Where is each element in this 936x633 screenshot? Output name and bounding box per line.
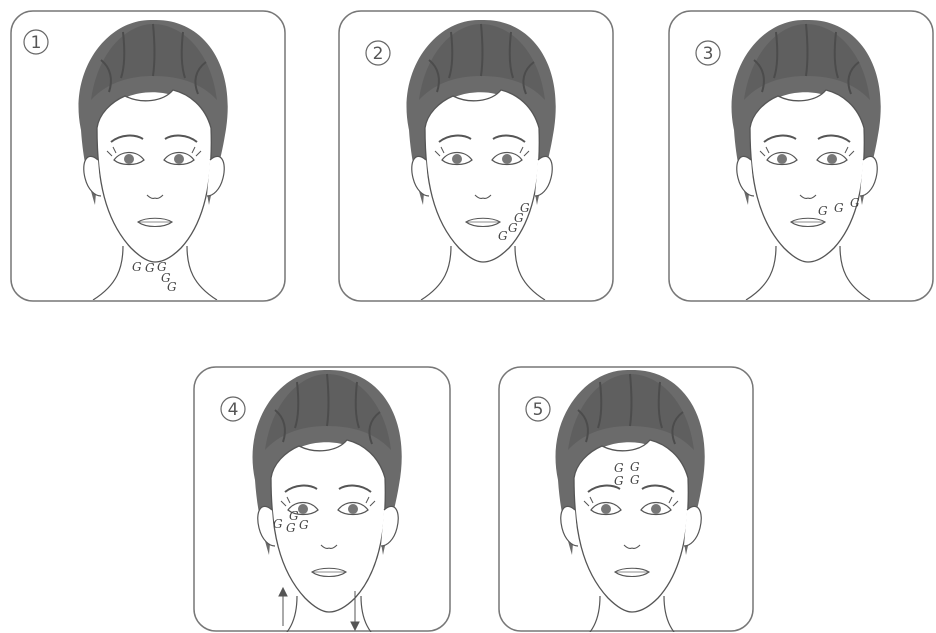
step-number: 4: [228, 400, 239, 420]
svg-text:G: G: [520, 201, 530, 215]
step-number: 3: [703, 44, 714, 64]
svg-text:G: G: [850, 196, 860, 210]
step-number: 1: [31, 33, 42, 53]
svg-text:G: G: [614, 474, 624, 488]
svg-text:G: G: [273, 517, 283, 531]
svg-text:G: G: [630, 460, 640, 474]
step-panel-2: 2 G G G G: [338, 10, 614, 302]
step-panel-4: 4 G G G G: [193, 366, 451, 632]
step-panel-5: 5 G G G G: [498, 366, 754, 632]
svg-text:G: G: [299, 518, 309, 532]
svg-text:G: G: [498, 229, 508, 243]
step-number: 2: [373, 44, 384, 64]
step-number: 5: [533, 400, 544, 420]
svg-text:G: G: [614, 461, 624, 475]
svg-text:G: G: [289, 509, 299, 523]
step-panel-3: 3 G G G: [668, 10, 934, 302]
svg-text:G: G: [167, 280, 177, 294]
svg-text:G: G: [818, 204, 828, 218]
svg-text:G: G: [630, 473, 640, 487]
svg-text:G: G: [145, 261, 155, 275]
svg-text:G: G: [834, 201, 844, 215]
svg-text:G: G: [286, 521, 296, 535]
svg-text:G: G: [132, 260, 142, 274]
step-panel-1: 1 G G G G G: [10, 10, 286, 302]
